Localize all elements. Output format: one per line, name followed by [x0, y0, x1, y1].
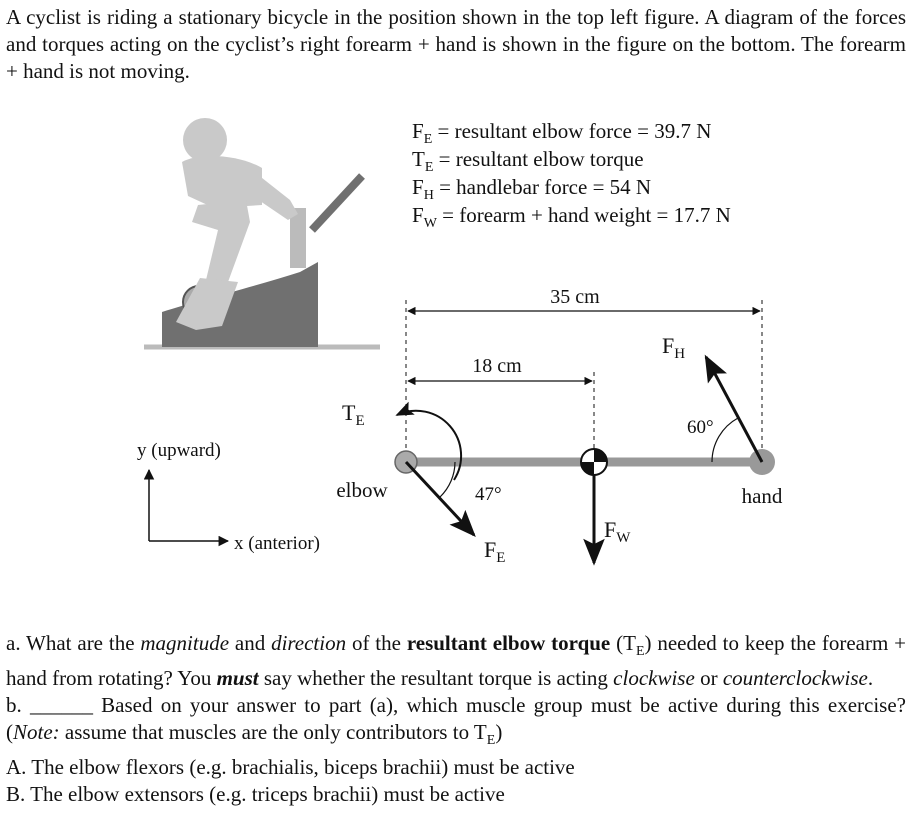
fh-angle-label: 60°	[687, 417, 714, 438]
fe-angle-arc	[439, 461, 456, 498]
legend-te: TE = resultant elbow torque	[412, 147, 644, 175]
fw-label: FW	[604, 517, 631, 546]
intro-text: A cyclist is riding a stationary bicycle…	[6, 5, 906, 83]
question-b: b. ______ Based on your answer to part (…	[6, 693, 906, 749]
fh-arrow	[704, 354, 764, 463]
y-axis-label: y (upward)	[137, 440, 221, 461]
dim-total-label: 35 cm	[550, 286, 600, 308]
cyclist-illustration	[144, 118, 380, 350]
elbow-label: elbow	[336, 478, 388, 502]
question-a: a. What are the magnitude and direction …	[6, 631, 906, 691]
te-arrow	[395, 401, 463, 481]
force-legend: FE = resultant elbow force = 39.7 N TE =…	[412, 119, 731, 231]
legend-fw: FW = forearm + hand weight = 17.7 N	[412, 203, 731, 231]
fe-label: FE	[484, 537, 505, 566]
legend-fe: FE = resultant elbow force = 39.7 N	[412, 119, 711, 147]
forearm: elbow hand	[336, 448, 783, 508]
fh-label: FH	[662, 333, 685, 362]
hand-label: hand	[742, 484, 783, 508]
option-a: A. The elbow flexors (e.g. brachialis, b…	[6, 755, 575, 780]
fe-angle-label: 47°	[475, 484, 502, 505]
problem-intro: A cyclist is riding a stationary bicycle…	[6, 4, 906, 85]
questions: a. What are the magnitude and direction …	[6, 630, 906, 808]
x-axis-label: x (anterior)	[234, 533, 320, 554]
rider-body	[176, 118, 298, 330]
fh-angle-arc	[711, 417, 739, 463]
te-label: TE	[342, 400, 365, 429]
coordinate-axes: y (upward) x (anterior)	[137, 440, 320, 554]
forces: TE 47° FE FW 60° FH	[342, 333, 764, 566]
dimension-lines: 35 cm 18 cm	[405, 286, 763, 460]
handlebar	[309, 173, 365, 233]
dim-com-label: 18 cm	[472, 355, 522, 377]
legend-fh: FH = handlebar force = 54 N	[412, 175, 651, 203]
fe-arrow	[404, 460, 476, 537]
bike-stem	[290, 208, 306, 268]
option-b: B. The elbow extensors (e.g. triceps bra…	[6, 782, 505, 807]
center-of-mass-icon	[580, 448, 608, 476]
